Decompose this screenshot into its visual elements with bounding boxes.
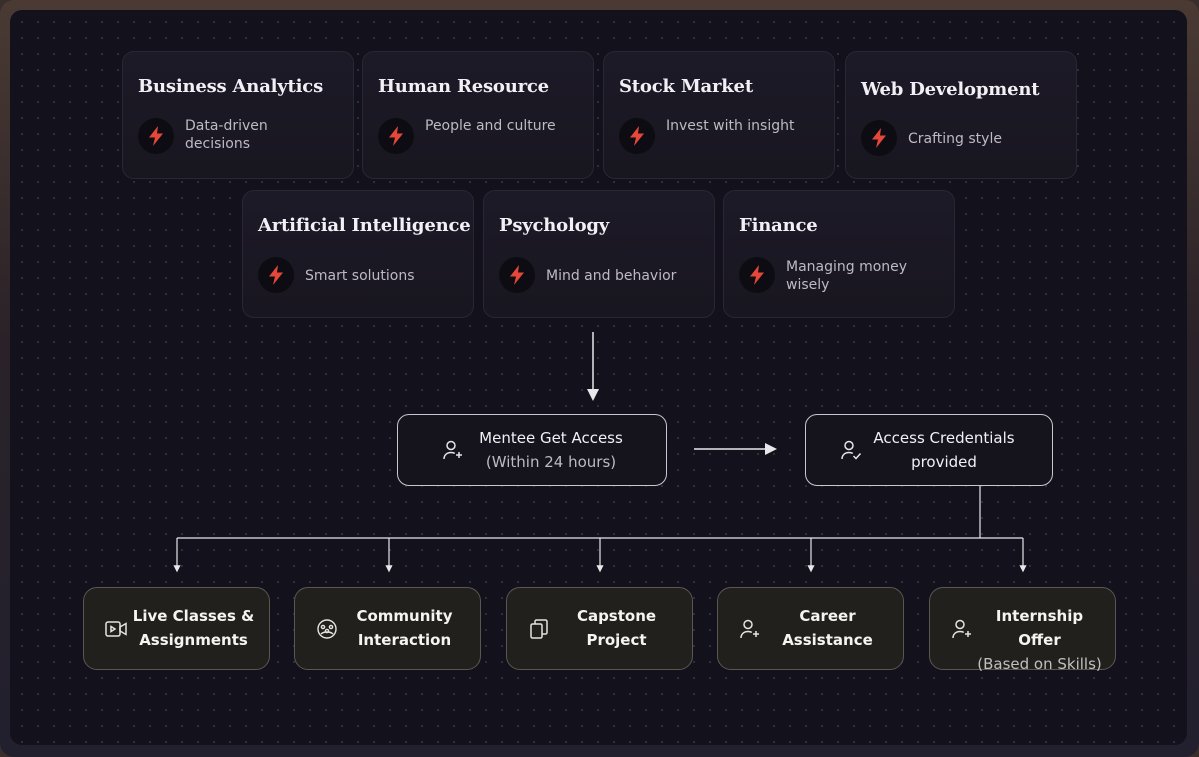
outcome-career: Career Assistance: [717, 587, 904, 670]
category-title: Stock Market: [619, 76, 753, 97]
outcome-internship: Internship Offer (Based on Skills): [929, 587, 1116, 673]
outcome-3-line2: Project: [586, 631, 647, 649]
category-subtitle: Smart solutions: [305, 268, 415, 284]
category-title: Artificial Intelligence: [258, 215, 471, 236]
outcome-1-line1: Live Classes &: [132, 607, 255, 625]
user-plus-icon: [443, 440, 462, 460]
category-title: Web Development: [861, 79, 1040, 100]
outcome-5-line2: (Based on Skills): [977, 655, 1102, 673]
outcome-1-line2: Assignments: [139, 631, 248, 649]
category-subtitle: Mind and behavior: [546, 268, 677, 284]
outcome-live-classes: Live Classes & Assignments: [83, 587, 270, 670]
outcome-4-line1: Career: [799, 607, 856, 625]
lightning-bolt-icon: [378, 118, 414, 154]
category-subtitle: Crafting style: [908, 131, 1002, 147]
user-check-icon: [841, 440, 862, 460]
mentee-access-line2: (Within 24 hours): [485, 453, 617, 471]
credentials-line1: Access Credentials: [873, 429, 1015, 447]
outcome-capstone: Capstone Project: [506, 587, 693, 670]
copy-icon: [530, 619, 548, 639]
lightning-bolt-icon: [499, 257, 535, 293]
outcome-community: Community Interaction: [294, 587, 481, 670]
mentee-access-line1: Mentee Get Access: [479, 429, 623, 447]
category-subtitle: People and culture: [425, 118, 556, 134]
category-title: Business Analytics: [138, 76, 324, 97]
category-subtitle: Invest with insight: [666, 118, 795, 134]
outcome-5-line1: Internship Offer: [995, 607, 1084, 649]
access-credentials-box: Access Credentials provided: [805, 414, 1053, 486]
outcome-2-line1: Community: [356, 607, 453, 625]
community-icon: [317, 619, 337, 639]
user-plus-icon: [740, 619, 759, 639]
lightning-bolt-icon: [619, 118, 655, 154]
outcome-2-line2: Interaction: [357, 631, 452, 649]
category-title: Psychology: [499, 215, 610, 236]
video-icon: [105, 621, 127, 637]
user-plus-icon: [952, 619, 971, 639]
category-subtitle: Managing money wisely: [786, 259, 908, 293]
credentials-line2: provided: [911, 453, 977, 471]
category-title: Human Resource: [378, 76, 549, 97]
lightning-bolt-icon: [861, 120, 897, 156]
mentee-access-box: Mentee Get Access (Within 24 hours): [397, 414, 667, 486]
lightning-bolt-icon: [138, 118, 174, 154]
outcome-3-line1: Capstone: [576, 607, 657, 625]
lightning-bolt-icon: [739, 257, 775, 293]
category-title: Finance: [739, 215, 818, 236]
outcome-4-line2: Assistance: [782, 631, 873, 649]
lightning-bolt-icon: [258, 257, 294, 293]
category-subtitle: Data-driven decisions: [185, 118, 268, 152]
